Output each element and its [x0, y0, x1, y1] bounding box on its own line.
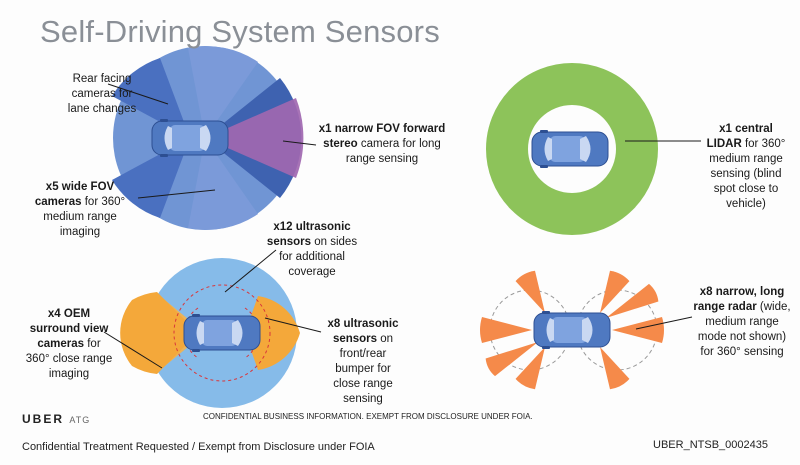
ultrasonic-rear-arc — [184, 307, 199, 359]
bates-number: UBER_NTSB_0002435 — [653, 439, 768, 451]
radar-cone-6 — [515, 347, 545, 390]
label-lidar: x1 central LIDAR for 360° medium range s… — [706, 123, 786, 210]
ultrasonic-front-arc — [244, 307, 259, 359]
label-wide-fov-cameras: x5 wide FOV cameras for 360° medium rang… — [34, 181, 126, 238]
radar-cones — [480, 270, 664, 390]
confidential-treatment-footer: Confidential Treatment Requested / Exemp… — [22, 441, 375, 453]
radar-cone-5 — [600, 347, 630, 390]
side-camera-sector-bottom — [188, 138, 258, 230]
radar-cone-7 — [606, 283, 659, 318]
label-long-range-radar: x8 narrow, long range radar (wide, mediu… — [693, 286, 791, 358]
label-bumper-ultrasonic-sensors: x8 ultrasonic sensors on front/rear bump… — [327, 318, 399, 405]
narrow-fov-stereo-sector — [205, 98, 304, 178]
label-side-ultrasonic-sensors: x12 ultrasonic sensors on sides for addi… — [266, 221, 358, 278]
radar-coverage-panel — [480, 270, 664, 390]
radar-cone-8 — [485, 342, 538, 377]
confidential-notice: CONFIDENTIAL BUSINESS INFORMATION. EXEMP… — [203, 412, 533, 421]
leader-lines — [103, 83, 701, 369]
ultrasonic-coverage-panel — [120, 258, 300, 408]
radar-cone-1 — [612, 317, 664, 343]
label-oem-surround-cameras: x4 OEM surround view cameras for 360° cl… — [25, 308, 113, 380]
radar-cone-2 — [480, 317, 532, 343]
ultrasonic-side-coverage — [173, 284, 271, 382]
oem-camera-sector-left-outer — [120, 292, 198, 374]
lidar-coverage-ring — [486, 63, 658, 235]
oem-camera-sector-right — [245, 296, 300, 370]
uber-atg-logo: UBER ATG — [22, 412, 91, 426]
radar-cone-4 — [515, 270, 545, 313]
camera-coverage-panel — [112, 46, 304, 230]
lidar-coverage-panel — [486, 63, 658, 235]
radar-cone-3 — [600, 270, 630, 313]
side-camera-sector-top — [188, 46, 258, 138]
label-narrow-fov-camera: x1 narrow FOV forward stereo camera for … — [318, 123, 446, 165]
page-title: Self-Driving System Sensors — [40, 14, 440, 49]
rear-camera-sector-bottom — [112, 138, 190, 218]
label-rear-cameras: Rear facing cameras for lane changes — [67, 73, 137, 115]
